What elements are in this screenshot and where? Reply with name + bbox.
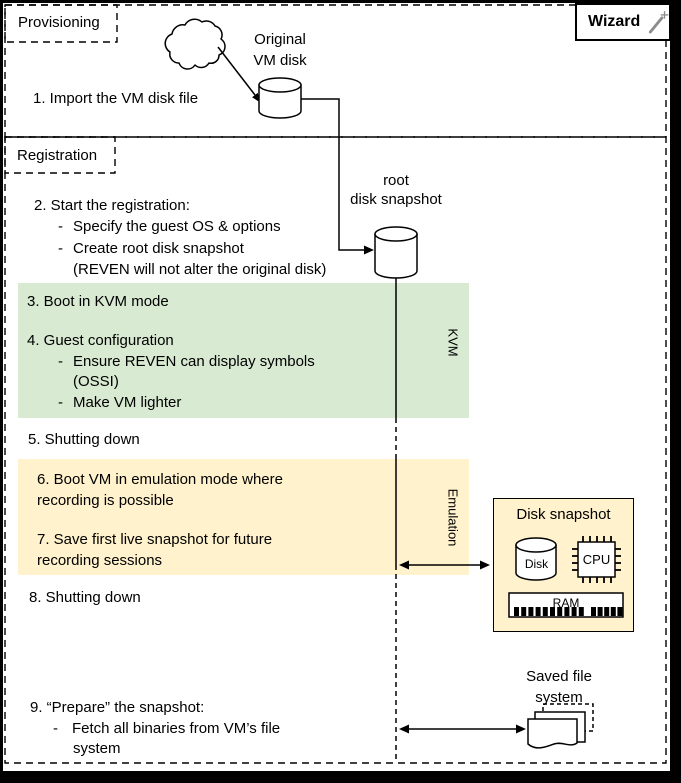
step5-text: 5. Shutting down [28, 431, 140, 448]
registration-section-label: Registration [17, 147, 98, 164]
step4-text: 4. Guest configuration [27, 332, 174, 349]
step3-text: 3. Boot in KVM mode [27, 293, 169, 310]
wizard-label: Wizard [588, 13, 641, 30]
original-disk-label: Original VM disk [253, 31, 307, 69]
step4-bullet1-text: Ensure REVEN can display symbols [73, 353, 315, 370]
wizard-badge: Wizard [575, 3, 671, 41]
ram-icon-label: RAM [552, 596, 580, 610]
step4-bullet2-text: Make VM lighter [73, 394, 182, 411]
step2-bullet2-text: Create root disk snapshot [73, 240, 244, 257]
step1-text: 1. Import the VM disk file [33, 90, 199, 107]
cpu-icon-label: CPU [582, 552, 611, 567]
step4-bullet1-dash: - [58, 353, 63, 370]
root-snapshot-label: root disk snapshot [350, 172, 442, 208]
kvm-phase-side-label: KVM [445, 328, 461, 357]
step4-bullet1-cont: (OSSI) [73, 373, 119, 390]
saved-file-system-label: Saved file system [526, 668, 592, 706]
step9-bullet-dash: - [53, 720, 58, 737]
step8-text: 8. Shutting down [29, 589, 141, 606]
magic-wand-icon [649, 11, 669, 34]
step9-title: 9. “Prepare” the snapshot: [30, 699, 205, 716]
step9-bullet-cont: system [73, 740, 121, 757]
step6-text: 6. Boot VM in emulation mode where recor… [37, 471, 283, 509]
step2-note: (REVEN will not alter the original disk) [73, 261, 327, 278]
step2-title: 2. Start the registration: [34, 197, 190, 214]
step2-bullet1-dash: - [58, 218, 63, 235]
emulation-phase-side-label: Emulation [445, 488, 461, 547]
step2-bullet1-text: Specify the guest OS & options [73, 218, 281, 235]
disk-icon-label: Disk [524, 557, 549, 571]
disk-snapshot-title: Disk snapshot [516, 506, 611, 523]
step2-bullet2-dash: - [58, 240, 63, 257]
provisioning-section-label: Provisioning [18, 14, 100, 31]
step9-bullet-text: Fetch all binaries from VM’s file [72, 720, 281, 737]
step7-text: 7. Save first live snapshot for future r… [37, 531, 273, 569]
step4-bullet2-dash: - [58, 394, 63, 411]
